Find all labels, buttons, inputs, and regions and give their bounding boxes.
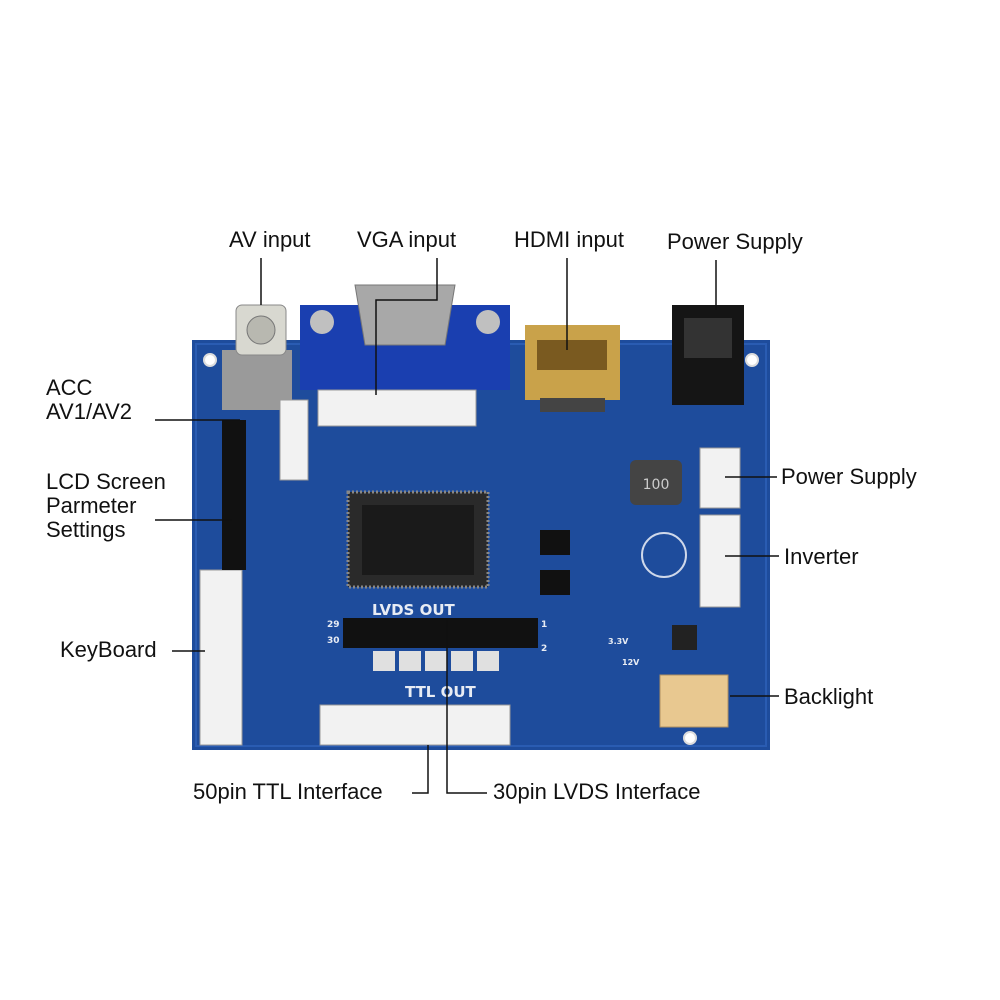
label-hdmi-input: HDMI input	[514, 227, 625, 252]
pin-30: 30	[327, 636, 340, 646]
hdmi-input-connector	[525, 325, 620, 412]
capacitor	[641, 532, 687, 578]
leader-lines	[155, 258, 779, 794]
v12-silkscreen: 12V	[622, 658, 640, 667]
label-av-input: AV input	[229, 227, 311, 252]
ttl-out-silkscreen: TTL OUT	[405, 683, 477, 701]
lvds-out-silkscreen: LVDS OUT	[372, 601, 456, 619]
lcd-setting-header	[222, 420, 246, 570]
power-dc-jack	[672, 305, 744, 405]
label-vga-input: VGA input	[357, 227, 457, 252]
resistor-arrays	[373, 651, 499, 671]
pin-2: 2	[541, 644, 547, 654]
inductor	[630, 460, 682, 505]
label-lcd-line1: LCD Screen	[46, 469, 166, 494]
label-backlight: Backlight	[784, 684, 874, 709]
v33-silkscreen: 3.3V	[608, 637, 629, 646]
label-power-supply-right: Power Supply	[781, 464, 917, 489]
av-input-jack	[222, 304, 292, 410]
lvds-header	[343, 618, 538, 648]
label-acc-line2: AV1/AV2	[46, 399, 133, 424]
pin-29: 29	[327, 620, 340, 630]
pin-1: 1	[541, 620, 547, 630]
label-acc-line1: ACC	[46, 375, 93, 400]
label-lcd-line2: Parmeter	[46, 493, 137, 518]
label-lcd-line3: Settings	[46, 517, 126, 542]
connectors	[199, 399, 741, 746]
label-inverter: Inverter	[784, 544, 859, 569]
inductor-label: 100	[643, 477, 670, 493]
label-lvds-interface: 30pin LVDS Interface	[493, 779, 701, 804]
label-ttl-interface: 50pin TTL Interface	[193, 779, 383, 804]
label-keyboard: KeyBoard	[60, 637, 157, 662]
label-power-supply-top: Power Supply	[667, 229, 803, 254]
